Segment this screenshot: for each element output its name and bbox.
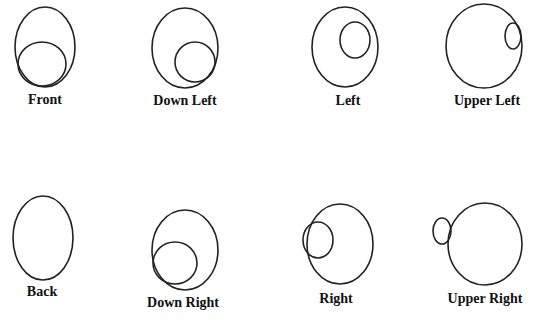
inner-circle [505,23,521,49]
view-label: Upper Left [454,93,520,109]
view-label: Back [27,284,57,300]
outer-ellipse [312,7,378,87]
outer-ellipse [446,4,522,88]
view-label: Upper Right [448,291,523,307]
outer-ellipse [13,196,73,280]
view-label: Front [28,92,62,108]
view-label: Down Right [147,295,219,311]
inner-circle [18,42,66,86]
view-label: Right [319,291,352,307]
outer-ellipse [448,203,522,285]
view-label: Left [336,93,361,109]
inner-circle [340,22,370,58]
outer-ellipse [15,7,75,87]
inner-circle [433,218,451,244]
view-label: Down Left [153,93,216,109]
inner-circle [175,42,215,82]
outer-ellipse [152,210,218,290]
inner-circle [153,242,197,284]
outer-ellipse [307,204,373,284]
inner-circle [303,222,333,258]
outer-ellipse [152,8,218,88]
